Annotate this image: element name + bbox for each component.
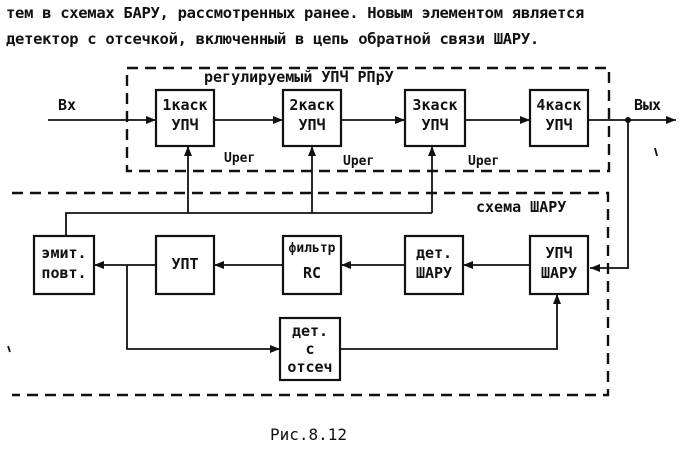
ureg-label-1: Uрег (224, 151, 255, 166)
block-det-sharu-l2: ШАРУ (416, 264, 452, 282)
block-upch-sharu-l1: УПЧ (545, 244, 572, 262)
block-upt (154, 234, 216, 296)
block-upch-3-l2: УПЧ (421, 116, 448, 134)
block-upch-4 (528, 88, 590, 148)
block-upch-2-l1: 2каск (289, 96, 334, 114)
block-upt-l1: УПТ (171, 255, 198, 273)
block-upch-4-l2: УПЧ (545, 116, 572, 134)
block-upch-sharu-l2: ШАРУ (541, 264, 577, 282)
wire-out-to-upch-sharu (590, 120, 629, 269)
block-emit-l1: эмит. (41, 244, 86, 262)
wire-upchsharu-cutoff (340, 294, 558, 350)
block-upch-3 (403, 88, 467, 148)
figure-caption: Рис.8.12 (270, 425, 347, 444)
ureg-label-3: Uрег (468, 154, 499, 169)
output-label: Вых (634, 96, 661, 114)
arrow-3-4 (520, 116, 530, 124)
arrow-2-3 (395, 116, 405, 124)
ureg-label-2: Uрег (343, 154, 374, 169)
block-upch-sharu (528, 234, 590, 296)
block-det-cutoff-l1: дет. (292, 322, 328, 340)
text-line-1: тем в схемах БАРУ, рассмотренных ранее. … (6, 4, 585, 22)
block-emit-follower (32, 234, 96, 296)
block-upch-3-l1: 3каск (412, 96, 457, 114)
stray-mark-2 (7, 345, 11, 353)
block-det-cutoff-l2: с (305, 340, 314, 358)
block-upch-4-l1: 4каск (536, 96, 581, 114)
block-upch-1-l1: 1каск (162, 96, 207, 114)
arrow-cutoff-up (553, 294, 561, 304)
block-det-sharu-l1: дет. (416, 244, 452, 262)
block-upch-1 (154, 88, 216, 148)
arrow-in (146, 116, 156, 124)
block-emit-l2: повт. (41, 264, 86, 282)
arrow-filter-upt (214, 261, 224, 269)
group-bottom-label: схема ШАРУ (476, 198, 566, 216)
ureg-arrow-1 (184, 146, 192, 156)
arrow-out (666, 116, 676, 124)
arrow-upchsharu-det (463, 261, 473, 269)
block-det-cutoff-l3: отсеч (287, 358, 332, 376)
group-top-label: регулируемый УПЧ РПрУ (204, 68, 394, 86)
ureg-bus (65, 212, 432, 236)
arrow-1-2 (273, 116, 283, 124)
arrow-det-filter (341, 261, 351, 269)
stray-mark-1 (654, 147, 658, 157)
text-line-2: детектор с отсечкой, включенный в цепь о… (6, 30, 539, 48)
arrow-upt-emit (94, 261, 104, 269)
ureg-arrow-3 (428, 146, 436, 156)
block-filter-l1: фильтр (289, 241, 336, 256)
block-upch-2 (281, 88, 343, 148)
block-upch-2-l2: УПЧ (298, 116, 325, 134)
block-filter-l2: RC (303, 264, 321, 282)
block-upch-1-l2: УПЧ (171, 116, 198, 134)
arrow-to-cutoff (270, 345, 280, 353)
input-label: Вх (58, 96, 76, 114)
arrow-out-sharu (590, 264, 600, 272)
group-sharu (12, 191, 610, 397)
block-filter-rc (281, 234, 343, 296)
ureg-arrow-2 (308, 146, 316, 156)
wire-cutoff-emit (126, 265, 280, 350)
